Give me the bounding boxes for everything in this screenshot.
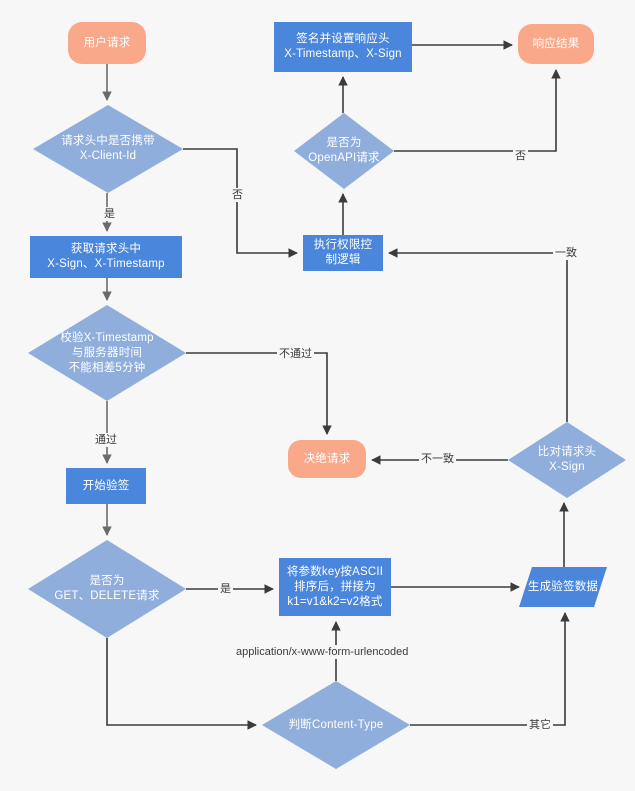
node-generate-sign-data[interactable] xyxy=(519,567,607,607)
edge-is-get-delete-to-content-type xyxy=(106,638,257,730)
node-verify-timestamp[interactable] xyxy=(28,305,186,401)
edge-label-other-content: 其它 xyxy=(527,718,553,732)
edge-label-mismatch: 不一致 xyxy=(419,452,456,466)
node-start-verify[interactable] xyxy=(66,468,146,504)
edge-label-no-client-id: 否 xyxy=(230,188,245,202)
node-has-client-id[interactable] xyxy=(33,105,183,193)
edge-label-fail-timestamp: 不通过 xyxy=(277,347,314,361)
node-sign-response[interactable] xyxy=(274,22,412,72)
edge-label-urlencoded: application/x-www-form-urlencoded xyxy=(234,645,411,659)
node-user-request[interactable] xyxy=(68,22,146,64)
edge-verify-timestamp-fail xyxy=(186,352,332,435)
edge-compare-match xyxy=(388,248,568,422)
node-judge-content-type[interactable] xyxy=(262,681,410,769)
node-reject-request[interactable] xyxy=(288,440,366,478)
node-is-openapi[interactable] xyxy=(294,113,394,189)
edge-label-pass-timestamp: 通过 xyxy=(93,433,119,447)
edge-label-yes-client-id: 是 xyxy=(102,207,117,221)
node-auth-logic[interactable] xyxy=(303,235,383,271)
node-get-headers[interactable] xyxy=(30,236,182,278)
node-compare-x-sign[interactable] xyxy=(508,422,626,498)
node-response-result[interactable] xyxy=(518,24,594,64)
edge-content-type-other xyxy=(410,612,570,726)
edge-is-openapi-no xyxy=(394,69,561,152)
edge-label-match: 一致 xyxy=(553,246,579,260)
edge-label-yes-get-delete: 是 xyxy=(218,582,233,596)
node-is-get-delete[interactable] xyxy=(28,540,186,638)
edge-label-no-openapi: 否 xyxy=(513,149,528,163)
node-sort-params[interactable] xyxy=(279,558,391,616)
